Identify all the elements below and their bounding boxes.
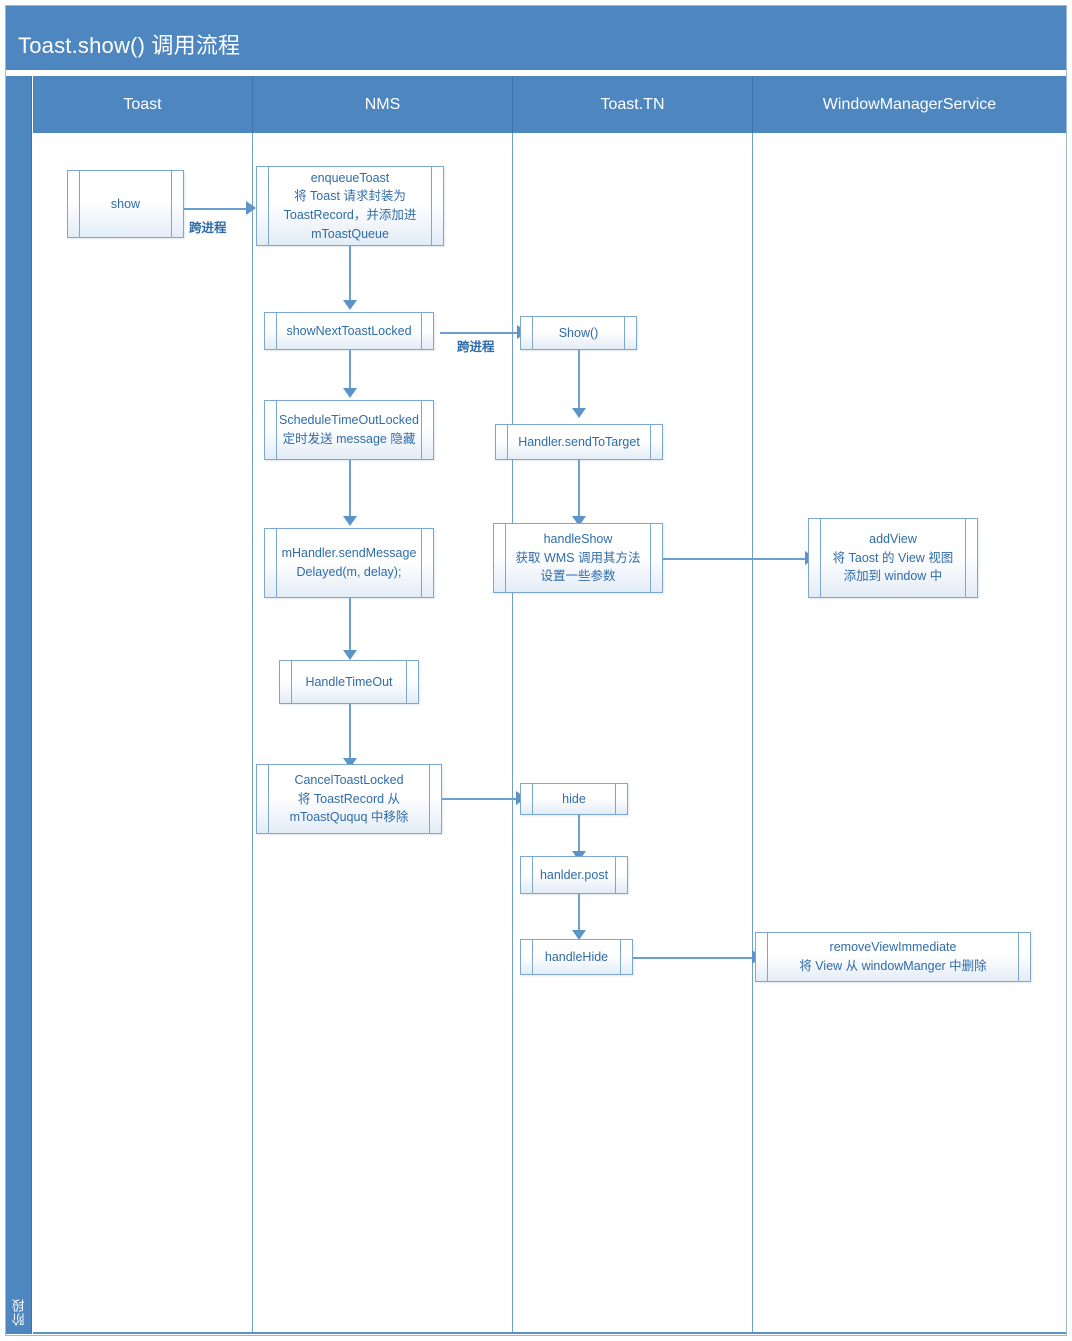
node-show-label: show — [110, 196, 141, 211]
edge-enqueue-to-shownext — [349, 246, 351, 304]
edge-cancel-to-hide — [441, 798, 520, 800]
phase-band: 阶段 — [6, 76, 32, 1334]
edge-tnshow-to-sendtotarget-arrow — [572, 408, 586, 418]
diagram-title-bar: Toast.show() 调用流程 — [6, 6, 1066, 70]
node-remove-view-immediate-label: removeViewImmediate 将 View 从 windowMange… — [799, 940, 987, 973]
edge-tnshow-to-sendtotarget — [578, 350, 580, 412]
node-schedule-timeout-locked-label: ScheduleTimeOutLocked 定时发送 message 隐藏 — [279, 413, 419, 446]
edge-handletimeout-to-cancel-arrow — [343, 758, 357, 768]
edge-handlehide-to-removeview — [633, 957, 756, 959]
node-show[interactable]: show — [67, 170, 184, 238]
edge-schedule-to-sendmessage-arrow — [343, 516, 357, 526]
edge-handletimeout-to-cancel — [349, 704, 351, 762]
edge-sendmessage-to-handletimeout-arrow — [343, 650, 357, 660]
node-cancel-toast-locked[interactable]: CancelToastLocked 将 ToastRecord 从 mToast… — [256, 764, 442, 834]
node-hanlder-post-label: hanlder.post — [539, 867, 609, 882]
lane-header-toast-tn[interactable]: Toast.TN — [513, 76, 753, 133]
node-mhandler-send-message-label: mHandler.sendMessage Delayed(m, delay); — [281, 546, 417, 579]
node-tn-show[interactable]: Show() — [520, 316, 637, 350]
node-hide[interactable]: hide — [520, 783, 628, 815]
lane-header-row: Toast NMS Toast.TN WindowManagerService — [33, 76, 1066, 133]
edge-shownext-to-schedule — [349, 350, 351, 390]
node-handler-send-to-target-label: Handler.sendToTarget — [518, 434, 640, 449]
edge-sendtotarget-to-handleshow-arrow — [572, 516, 586, 526]
lane-header-windowmanagerservice[interactable]: WindowManagerService — [822, 95, 997, 113]
lane-body-toast — [33, 133, 253, 1332]
edge-shownext-to-tnshow — [440, 332, 520, 334]
edge-schedule-to-sendmessage — [349, 460, 351, 520]
node-schedule-timeout-locked[interactable]: ScheduleTimeOutLocked 定时发送 message 隐藏 — [264, 400, 434, 460]
node-enqueue-toast[interactable]: enqueueToast 将 Toast 请求封装为 ToastRecord，并… — [256, 166, 444, 246]
node-show-next-toast-locked[interactable]: showNextToastLocked — [264, 312, 434, 350]
edge-enqueue-to-shownext-arrow — [343, 300, 357, 310]
node-mhandler-send-message[interactable]: mHandler.sendMessage Delayed(m, delay); — [264, 528, 434, 598]
edge-sendtotarget-to-handleshow — [578, 460, 580, 520]
node-hide-label: hide — [562, 791, 586, 806]
node-add-view-label: addView 将 Taost 的 View 视图 添加到 window 中 — [832, 531, 954, 584]
edge-show-to-enqueue — [184, 208, 248, 210]
lane-header-toast[interactable]: Toast — [33, 76, 253, 133]
edge-hanlderpost-to-handlehide — [578, 894, 580, 934]
node-handler-send-to-target[interactable]: Handler.sendToTarget — [495, 424, 663, 460]
edge-handleshow-to-addview — [663, 558, 809, 560]
edge-shownext-to-schedule-arrow — [343, 388, 357, 398]
node-cancel-toast-locked-label: CancelToastLocked 将 ToastRecord 从 mToast… — [289, 772, 409, 825]
lane-body-windowmanagerservice — [753, 133, 1066, 1332]
edge-sendmessage-to-handletimeout — [349, 598, 351, 654]
node-handle-show-label: handleShow 获取 WMS 调用其方法 设置一些参数 — [515, 531, 641, 584]
phase-band-label: 阶段 — [11, 1298, 26, 1326]
node-handle-show[interactable]: handleShow 获取 WMS 调用其方法 设置一些参数 — [493, 523, 663, 593]
node-handle-hide[interactable]: handleHide — [520, 939, 633, 975]
edge-hide-to-hanlderpost — [578, 815, 580, 855]
edge-label-cross-process-1: 跨进程 — [189, 221, 227, 235]
node-remove-view-immediate[interactable]: removeViewImmediate 将 View 从 windowMange… — [755, 932, 1031, 982]
node-show-next-toast-locked-label: showNextToastLocked — [286, 323, 412, 338]
edge-label-cross-process-2: 跨进程 — [457, 340, 495, 354]
lane-body-row — [33, 133, 1066, 1334]
node-enqueue-toast-label: enqueueToast 将 Toast 请求封装为 ToastRecord，并… — [283, 170, 417, 241]
edge-hanlderpost-to-handlehide-arrow — [572, 930, 586, 940]
node-handle-hide-label: handleHide — [544, 949, 609, 964]
node-handle-timeout[interactable]: HandleTimeOut — [279, 660, 419, 704]
node-tn-show-label: Show() — [558, 325, 599, 340]
node-add-view[interactable]: addView 将 Taost 的 View 视图 添加到 window 中 — [808, 518, 978, 598]
node-handle-timeout-label: HandleTimeOut — [305, 674, 393, 689]
lane-body-toast-tn — [513, 133, 753, 1332]
page-title: Toast.show() 调用流程 — [18, 33, 241, 58]
node-hanlder-post[interactable]: hanlder.post — [520, 856, 628, 894]
edge-show-to-enqueue-arrow — [246, 201, 256, 215]
lane-header-nms[interactable]: NMS — [253, 76, 513, 133]
